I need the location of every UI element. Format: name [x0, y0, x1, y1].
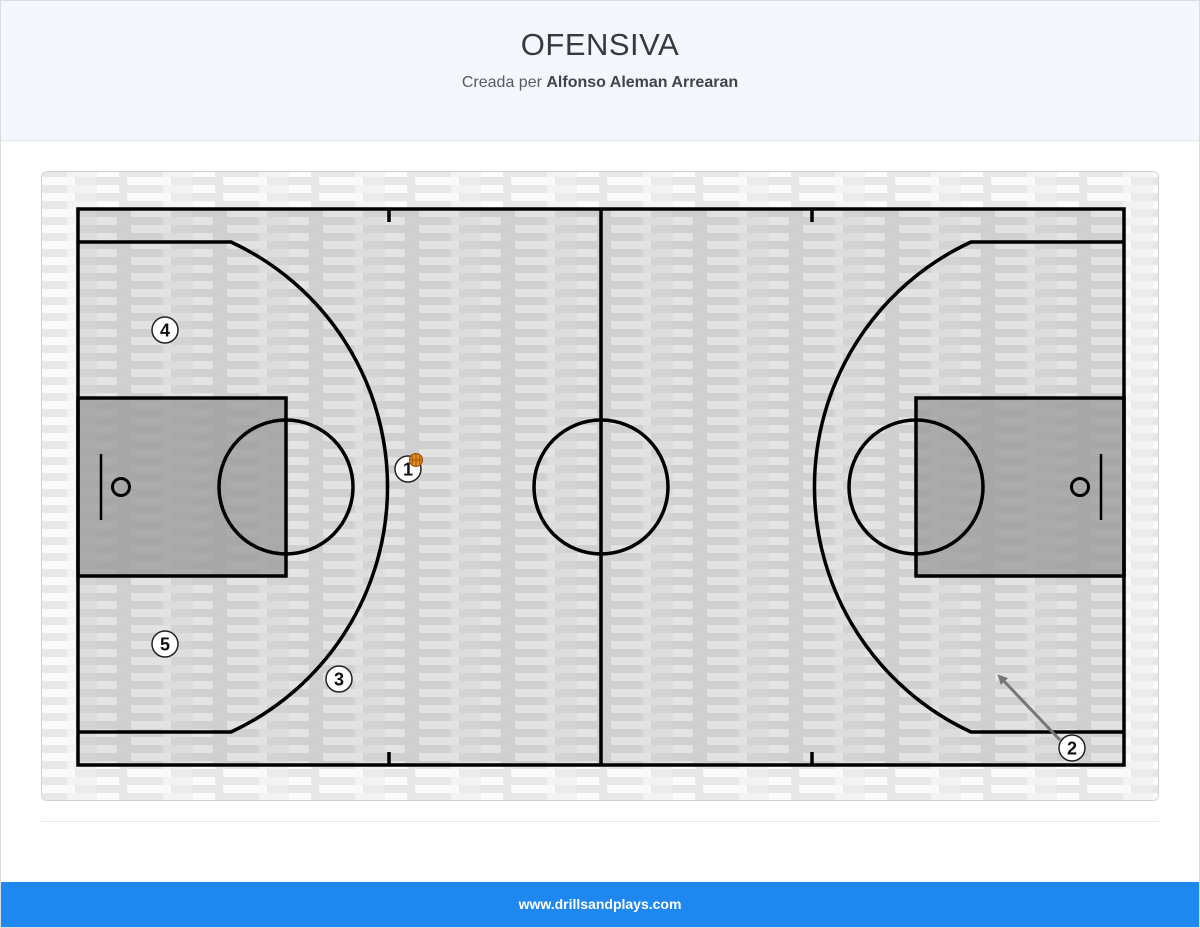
player-2-token [1058, 734, 1086, 762]
created-by-prefix: Creada per [461, 74, 542, 91]
right-hoop [1070, 477, 1090, 497]
player-2-label: 2 [1067, 739, 1077, 759]
player-2-movement-arrow [997, 674, 1062, 742]
right-key [914, 396, 1126, 578]
player-4[interactable]: 4 [151, 316, 179, 344]
player-3[interactable]: 3 [325, 665, 353, 693]
page-footer: www.drillsandplays.com [1, 882, 1199, 927]
player-5-label: 5 [160, 635, 170, 655]
player-5[interactable]: 5 [151, 630, 179, 658]
left-three-point-line [78, 240, 390, 734]
page-title: OFENSIVA [520, 27, 680, 62]
player-1-label: 1 [403, 460, 413, 480]
content-divider [41, 821, 1159, 822]
court-diagram: 4 5 3 1 2 [41, 171, 1159, 801]
basketball-icon [409, 453, 423, 467]
player-5-token [151, 630, 179, 658]
author-name: Alfonso Aleman Arrearan [546, 74, 739, 91]
player-4-token [151, 316, 179, 344]
author-line: Creada per Alfonso Aleman Arrearan [1, 74, 1199, 92]
player-2[interactable]: 2 [1058, 734, 1086, 762]
left-free-throw-circle [217, 418, 355, 556]
right-free-throw-circle [847, 418, 985, 556]
right-three-point-line [812, 240, 1124, 734]
player-4-label: 4 [160, 321, 170, 341]
right-paint [916, 398, 1124, 576]
left-key [76, 396, 288, 578]
footer-site-link[interactable]: www.drillsandplays.com [518, 896, 682, 912]
left-paint [78, 398, 286, 576]
player-3-label: 3 [334, 670, 344, 690]
court-lines [76, 207, 1126, 767]
player-3-token [325, 665, 353, 693]
player-1[interactable]: 1 [394, 453, 423, 483]
page-header: OFENSIVA Creada per Alfonso Aleman Arrea… [1, 1, 1199, 141]
left-hoop [111, 477, 131, 497]
center-circle [532, 418, 670, 556]
